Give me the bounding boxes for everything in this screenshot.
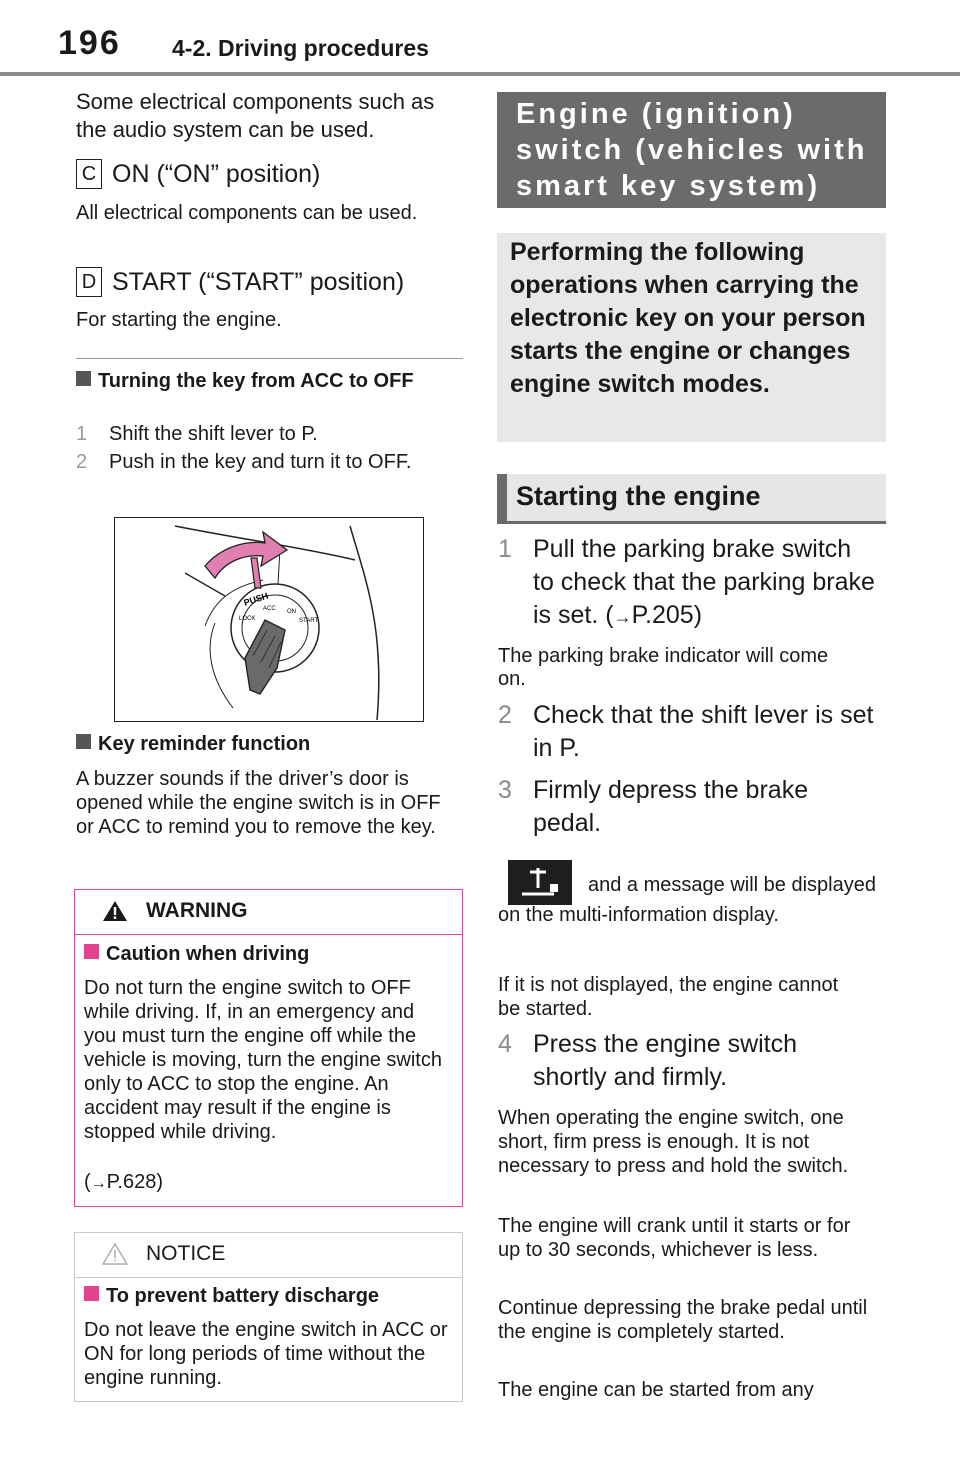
step-4-note-2: The engine will crank until it starts or…	[498, 1215, 851, 1261]
notice-title: NOTICE	[146, 1242, 226, 1265]
step-number: 4	[498, 1030, 512, 1058]
subheading-box	[497, 474, 886, 522]
bullet-square-icon	[76, 734, 91, 749]
step-1-body: Pull the parking brake switch to check t…	[533, 535, 875, 629]
notice-box	[74, 1232, 463, 1402]
section-banner-title: Engine (ignition) switch (vehicles with …	[516, 98, 868, 202]
acc-position-label: ACC	[263, 606, 276, 612]
step-4-text: Press the engine switch shortly and firm…	[533, 1030, 798, 1091]
on-position-label: ON	[287, 609, 296, 615]
start-step-4: 4 Press the engine switch shortly and fir…	[498, 1028, 883, 1094]
key-reminder-text: A buzzer sounds if the driver’s door is …	[76, 768, 441, 838]
step-number: 1	[498, 535, 512, 563]
warning-text: Do not turn the engine switch to OFF whi…	[84, 977, 442, 1143]
bullet-square-icon	[76, 371, 91, 386]
position-d-heading: START (“START” position)	[112, 268, 405, 296]
intro-text: Some electrical components such as the a…	[76, 89, 435, 142]
subheading-bar	[497, 474, 507, 522]
step-number: 2	[76, 451, 88, 473]
start-step-2: 2 Check that the shift lever is set in P.	[498, 699, 883, 765]
step-text: Shift the shift lever to P.	[109, 423, 318, 445]
position-d-label: D	[76, 267, 102, 297]
right-arrow-icon: →	[90, 1175, 107, 1192]
position-c-label: C	[76, 159, 102, 189]
notice-text: Do not leave the engine switch in ACC or…	[84, 1319, 448, 1389]
header-rule	[0, 72, 960, 76]
step-number: 2	[498, 701, 512, 729]
step-2: 2 Push in the key and turn it to OFF.	[76, 451, 456, 474]
section-title: 4-2. Driving procedures	[172, 35, 429, 61]
brake-pedal-icon	[522, 868, 558, 896]
ignition-key-illustration: PUSH LOCK ACC ON START	[114, 517, 424, 722]
intro-box	[497, 233, 886, 442]
turning-key-heading: Turning the key from ACC to OFF	[76, 370, 456, 392]
step-4-note-1: When operating the engine switch, one sh…	[498, 1107, 849, 1177]
step-1-note: The parking brake indicator will come on…	[498, 645, 829, 690]
warning-triangle-icon	[103, 901, 127, 921]
start-step-1: 1 Pull the parking brake switch to check …	[498, 533, 883, 634]
warning-header: WARNING	[74, 889, 463, 935]
notice-subheading: To prevent battery discharge	[84, 1284, 379, 1308]
key-reminder-heading: Key reminder function	[76, 732, 310, 756]
divider	[76, 358, 463, 359]
section-banner	[497, 92, 886, 208]
subheading-title: Starting the engine	[516, 481, 761, 511]
position-d-text: For starting the engine.	[76, 309, 282, 331]
bullet-square-icon	[84, 1286, 99, 1301]
position-c-heading: ON (“ON” position)	[112, 160, 321, 188]
step-3-note-2: If it is not displayed, the engine canno…	[498, 974, 839, 1020]
key-reminder-heading-text: Key reminder function	[98, 733, 311, 755]
bullet-square-icon	[84, 944, 99, 959]
step-3-note: and a message will be displayed on the m…	[498, 874, 876, 926]
warning-ref: (→P.628)	[84, 1171, 164, 1193]
right-arrow-icon: →	[613, 607, 632, 627]
start-position-label: START	[299, 618, 318, 624]
brake-indicator-icon	[508, 860, 572, 905]
notice-subheading-text: To prevent battery discharge	[106, 1285, 380, 1307]
step-3-text: Firmly depress the brake pedal.	[533, 776, 809, 837]
step-1-text: Pull the parking brake switch to check t…	[533, 535, 875, 629]
intro-box-text: Performing the following operations when…	[510, 238, 866, 398]
step-text: Push in the key and turn it to OFF.	[109, 451, 412, 473]
warning-subheading: Caution when driving	[84, 942, 309, 966]
step-4-note-3: Continue depressing the brake pedal unti…	[498, 1297, 868, 1343]
position-c-text: All electrical components can be used.	[76, 202, 418, 224]
warning-box	[74, 889, 463, 1207]
ignition-switch-drawing: PUSH LOCK ACC ON START	[174, 525, 380, 721]
warning-ref-text: P.628)	[106, 1171, 164, 1193]
turning-key-heading-text: Turning the key from ACC to OFF	[98, 370, 414, 392]
lock-position-label: LOCK	[239, 616, 255, 622]
warning-subheading-text: Caution when driving	[106, 943, 310, 965]
step-number: 3	[498, 776, 512, 804]
notice-header: NOTICE	[74, 1232, 463, 1278]
page-number: 196	[58, 24, 121, 62]
step-4-note-4: The engine can be started from any	[498, 1379, 814, 1401]
step-2-text: Check that the shift lever is set in P.	[533, 701, 874, 762]
step-number: 1	[76, 423, 88, 445]
warning-title: WARNING	[146, 899, 248, 922]
step-1-ref: P.205)	[631, 601, 703, 629]
start-step-3: 3 Firmly depress the brake pedal.	[498, 774, 883, 840]
step-1: 1 Shift the shift lever to P.	[76, 422, 456, 446]
notice-triangle-icon	[102, 1242, 128, 1265]
subheading-rule	[497, 521, 886, 524]
